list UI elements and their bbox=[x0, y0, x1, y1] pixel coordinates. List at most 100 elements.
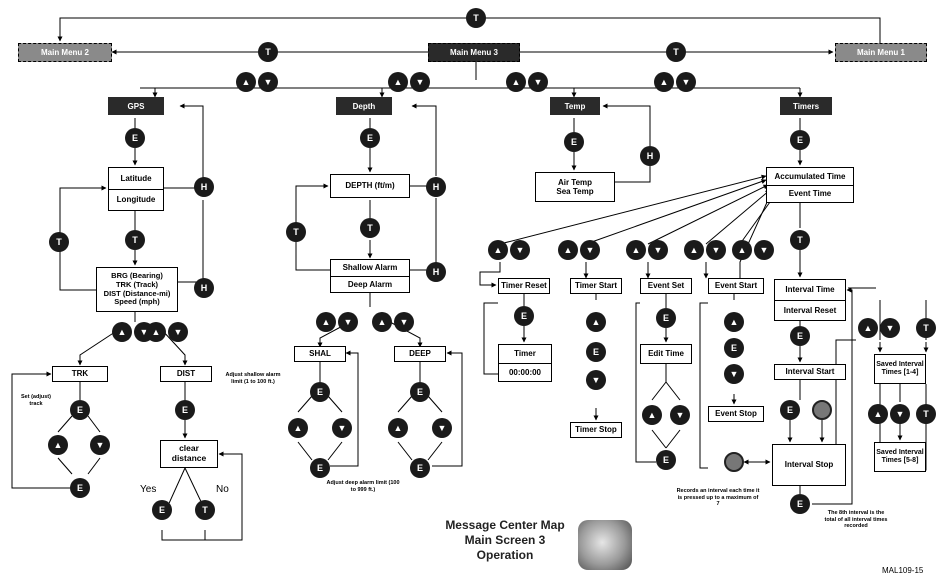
h-button[interactable]: H bbox=[640, 146, 660, 166]
gray-button-icon[interactable] bbox=[724, 452, 744, 472]
down-arrow-icon[interactable]: ▼ bbox=[432, 418, 452, 438]
e-button[interactable]: E bbox=[360, 128, 380, 148]
edit-time-box[interactable]: Edit Time bbox=[640, 344, 692, 364]
h-button[interactable]: H bbox=[426, 262, 446, 282]
up-arrow-icon[interactable]: ▲ bbox=[112, 322, 132, 342]
down-arrow-icon[interactable]: ▼ bbox=[580, 240, 600, 260]
down-arrow-icon[interactable]: ▼ bbox=[332, 418, 352, 438]
e-button[interactable]: E bbox=[70, 400, 90, 420]
down-arrow-icon[interactable]: ▼ bbox=[648, 240, 668, 260]
t-button[interactable]: T bbox=[125, 230, 145, 250]
down-arrow-icon[interactable]: ▼ bbox=[670, 405, 690, 425]
up-arrow-icon[interactable]: ▲ bbox=[316, 312, 336, 332]
up-arrow-icon[interactable]: ▲ bbox=[642, 405, 662, 425]
header-depth[interactable]: Depth bbox=[336, 97, 392, 115]
down-arrow-icon[interactable]: ▼ bbox=[528, 72, 548, 92]
down-arrow-icon[interactable]: ▼ bbox=[394, 312, 414, 332]
down-arrow-icon[interactable]: ▼ bbox=[754, 240, 774, 260]
t-button[interactable]: T bbox=[360, 218, 380, 238]
e-button[interactable]: E bbox=[310, 458, 330, 478]
trk-box[interactable]: TRK bbox=[52, 366, 108, 382]
e-button[interactable]: E bbox=[310, 382, 330, 402]
timer-reset-box[interactable]: Timer Reset bbox=[498, 278, 550, 294]
up-arrow-icon[interactable]: ▲ bbox=[858, 318, 878, 338]
h-button[interactable]: H bbox=[194, 278, 214, 298]
up-arrow-icon[interactable]: ▲ bbox=[236, 72, 256, 92]
main-menu-2[interactable]: Main Menu 2 bbox=[18, 43, 112, 62]
e-button[interactable]: E bbox=[656, 450, 676, 470]
t-button[interactable]: T bbox=[916, 318, 936, 338]
dist-box[interactable]: DIST bbox=[160, 366, 212, 382]
timer-stop-box[interactable]: Timer Stop bbox=[570, 422, 622, 438]
header-timers[interactable]: Timers bbox=[780, 97, 832, 115]
header-gps[interactable]: GPS bbox=[108, 97, 164, 115]
up-arrow-icon[interactable]: ▲ bbox=[288, 418, 308, 438]
e-button[interactable]: E bbox=[152, 500, 172, 520]
up-arrow-icon[interactable]: ▲ bbox=[586, 312, 606, 332]
t-button-left[interactable]: T bbox=[258, 42, 278, 62]
t-button-top[interactable]: T bbox=[466, 8, 486, 28]
down-arrow-icon[interactable]: ▼ bbox=[880, 318, 900, 338]
e-button[interactable]: E bbox=[656, 308, 676, 328]
up-arrow-icon[interactable]: ▲ bbox=[488, 240, 508, 260]
event-set-box[interactable]: Event Set bbox=[640, 278, 692, 294]
down-arrow-icon[interactable]: ▼ bbox=[706, 240, 726, 260]
interval-start-box[interactable]: Interval Start bbox=[774, 364, 846, 380]
up-arrow-icon[interactable]: ▲ bbox=[388, 418, 408, 438]
deep-box[interactable]: DEEP bbox=[394, 346, 446, 362]
main-menu-3[interactable]: Main Menu 3 bbox=[428, 43, 520, 62]
e-button[interactable]: E bbox=[724, 338, 744, 358]
up-arrow-icon[interactable]: ▲ bbox=[48, 435, 68, 455]
down-arrow-icon[interactable]: ▼ bbox=[168, 322, 188, 342]
down-arrow-icon[interactable]: ▼ bbox=[724, 364, 744, 384]
e-button[interactable]: E bbox=[125, 128, 145, 148]
header-temp[interactable]: Temp bbox=[550, 97, 600, 115]
up-arrow-icon[interactable]: ▲ bbox=[732, 240, 752, 260]
e-button[interactable]: E bbox=[790, 326, 810, 346]
e-button[interactable]: E bbox=[790, 494, 810, 514]
t-button[interactable]: T bbox=[790, 230, 810, 250]
down-arrow-icon[interactable]: ▼ bbox=[510, 240, 530, 260]
gray-button-icon[interactable] bbox=[812, 400, 832, 420]
up-arrow-icon[interactable]: ▲ bbox=[506, 72, 526, 92]
e-button[interactable]: E bbox=[586, 342, 606, 362]
h-button[interactable]: H bbox=[426, 177, 446, 197]
h-button[interactable]: H bbox=[194, 177, 214, 197]
up-arrow-icon[interactable]: ▲ bbox=[558, 240, 578, 260]
e-button[interactable]: E bbox=[564, 132, 584, 152]
e-button[interactable]: E bbox=[514, 306, 534, 326]
up-arrow-icon[interactable]: ▲ bbox=[684, 240, 704, 260]
up-arrow-icon[interactable]: ▲ bbox=[372, 312, 392, 332]
up-arrow-icon[interactable]: ▲ bbox=[626, 240, 646, 260]
event-stop-box[interactable]: Event Stop bbox=[708, 406, 764, 422]
event-start-box[interactable]: Event Start bbox=[708, 278, 764, 294]
t-button[interactable]: T bbox=[49, 232, 69, 252]
timer-start-box[interactable]: Timer Start bbox=[570, 278, 622, 294]
e-button[interactable]: E bbox=[790, 130, 810, 150]
interval-stop-box[interactable]: Interval Stop bbox=[772, 444, 846, 486]
down-arrow-icon[interactable]: ▼ bbox=[676, 72, 696, 92]
e-button[interactable]: E bbox=[410, 382, 430, 402]
e-button[interactable]: E bbox=[780, 400, 800, 420]
e-button[interactable]: E bbox=[70, 478, 90, 498]
shal-box[interactable]: SHAL bbox=[294, 346, 346, 362]
down-arrow-icon[interactable]: ▼ bbox=[410, 72, 430, 92]
t-button[interactable]: T bbox=[916, 404, 936, 424]
down-arrow-icon[interactable]: ▼ bbox=[586, 370, 606, 390]
yes-label: Yes bbox=[140, 484, 157, 495]
e-button[interactable]: E bbox=[410, 458, 430, 478]
down-arrow-icon[interactable]: ▼ bbox=[90, 435, 110, 455]
up-arrow-icon[interactable]: ▲ bbox=[868, 404, 888, 424]
down-arrow-icon[interactable]: ▼ bbox=[338, 312, 358, 332]
main-menu-1[interactable]: Main Menu 1 bbox=[835, 43, 927, 62]
t-button[interactable]: T bbox=[286, 222, 306, 242]
up-arrow-icon[interactable]: ▲ bbox=[146, 322, 166, 342]
up-arrow-icon[interactable]: ▲ bbox=[724, 312, 744, 332]
up-arrow-icon[interactable]: ▲ bbox=[654, 72, 674, 92]
up-arrow-icon[interactable]: ▲ bbox=[388, 72, 408, 92]
down-arrow-icon[interactable]: ▼ bbox=[258, 72, 278, 92]
e-button[interactable]: E bbox=[175, 400, 195, 420]
down-arrow-icon[interactable]: ▼ bbox=[890, 404, 910, 424]
t-button-right[interactable]: T bbox=[666, 42, 686, 62]
t-button[interactable]: T bbox=[195, 500, 215, 520]
